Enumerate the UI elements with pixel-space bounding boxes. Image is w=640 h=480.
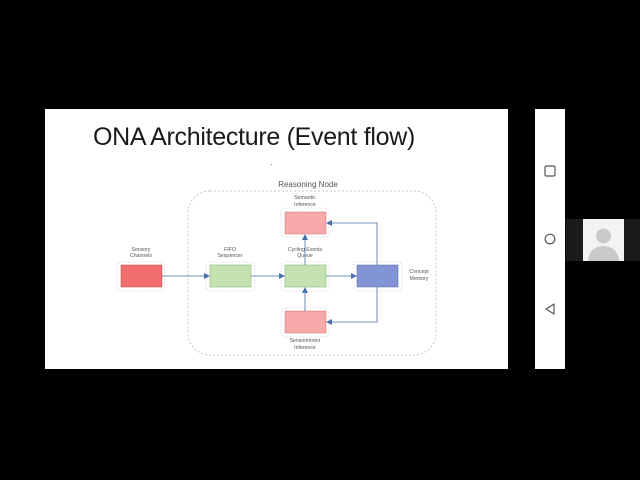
semantic-label-2: Inference bbox=[294, 202, 316, 208]
sensorimotor-label-2: Inference bbox=[294, 345, 316, 351]
arrow-concept-to-semantic bbox=[326, 220, 378, 265]
sensorimotor-inference-box bbox=[284, 310, 327, 334]
concept-label-1: Concept bbox=[409, 269, 429, 275]
reasoning-node-label: Reasoning Node bbox=[278, 180, 338, 189]
navigation-bar bbox=[535, 109, 565, 369]
recents-button[interactable] bbox=[535, 161, 565, 181]
reasoning-node-container bbox=[187, 190, 437, 356]
fifo-sequencer-box bbox=[209, 264, 252, 288]
person-avatar-icon bbox=[583, 219, 624, 261]
fifo-label-1: FIFO bbox=[224, 247, 236, 253]
participant-video-tile[interactable] bbox=[583, 219, 624, 261]
square-icon bbox=[544, 165, 556, 177]
sensory-channels-box bbox=[120, 264, 163, 288]
arrow-concept-to-sensorimotor bbox=[326, 287, 378, 325]
home-button[interactable] bbox=[535, 229, 565, 249]
fifo-label-2: Sequencer bbox=[217, 253, 242, 259]
semantic-label-1: Semantic bbox=[294, 195, 316, 201]
back-button[interactable] bbox=[535, 299, 565, 319]
sensory-label-1: Sensory bbox=[131, 247, 150, 253]
semantic-inference-box bbox=[284, 211, 327, 235]
sensory-label-2: Channels bbox=[130, 253, 152, 259]
triangle-back-icon bbox=[545, 303, 555, 315]
slide-title: ONA Architecture (Event flow) bbox=[93, 123, 415, 151]
title-dot bbox=[271, 164, 272, 165]
sensorimotor-label-1: Sensorimotor bbox=[290, 338, 321, 344]
presentation-slide: ONA Architecture (Event flow) Reasoning … bbox=[45, 109, 508, 369]
architecture-diagram: Reasoning Node Sensory Channels FIFO Seq… bbox=[116, 164, 437, 356]
cycling-events-queue-box bbox=[284, 264, 327, 288]
concept-label-2: Memory bbox=[410, 276, 429, 282]
circle-icon bbox=[544, 233, 556, 245]
concept-memory-box bbox=[356, 264, 399, 288]
